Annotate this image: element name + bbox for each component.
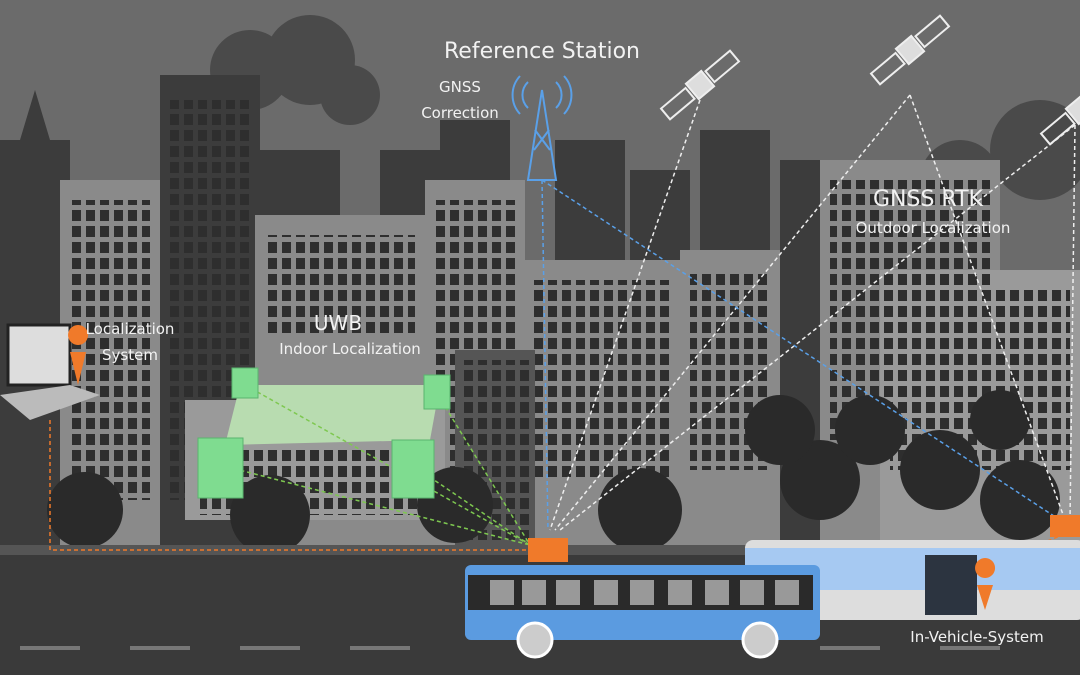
front-bus <box>465 538 820 659</box>
laptop-icon <box>0 323 100 420</box>
in-vehicle-device-icon <box>925 555 977 615</box>
wheel <box>516 621 554 659</box>
outdoor-localization-label: Outdoor Localization <box>856 219 1011 237</box>
location-pin-icon <box>975 558 996 610</box>
lane-markings <box>20 646 1000 650</box>
reference-station-label: Reference Station <box>444 39 640 64</box>
correction-signal-lines <box>541 179 1061 531</box>
satellite-icons <box>659 14 1080 146</box>
gnss-correction-label-2: Correction <box>421 104 499 122</box>
indoor-localization-label: Indoor Localization <box>279 340 421 358</box>
localization-system-label-1: Localization <box>86 320 175 338</box>
gnss-correction-label-1: GNSS <box>439 78 481 96</box>
gnss-rtk-label: GNSS RTK <box>873 187 984 212</box>
trees <box>47 390 1060 580</box>
uwb-anchors <box>197 367 451 499</box>
localization-link-line <box>49 420 530 551</box>
in-vehicle-system-label: In-Vehicle-System <box>910 628 1043 646</box>
wheel <box>741 621 779 659</box>
reference-station-tower-icon <box>511 75 573 181</box>
building-windows <box>70 100 1070 500</box>
localization-system-label-2: System <box>102 346 158 364</box>
gnss-receiver-icon <box>528 538 568 562</box>
location-pin-icon <box>68 325 89 385</box>
gnss-signal-lines <box>549 94 1076 531</box>
gnss-receiver-icon <box>1050 515 1080 537</box>
uwb-label: UWB <box>314 311 362 335</box>
